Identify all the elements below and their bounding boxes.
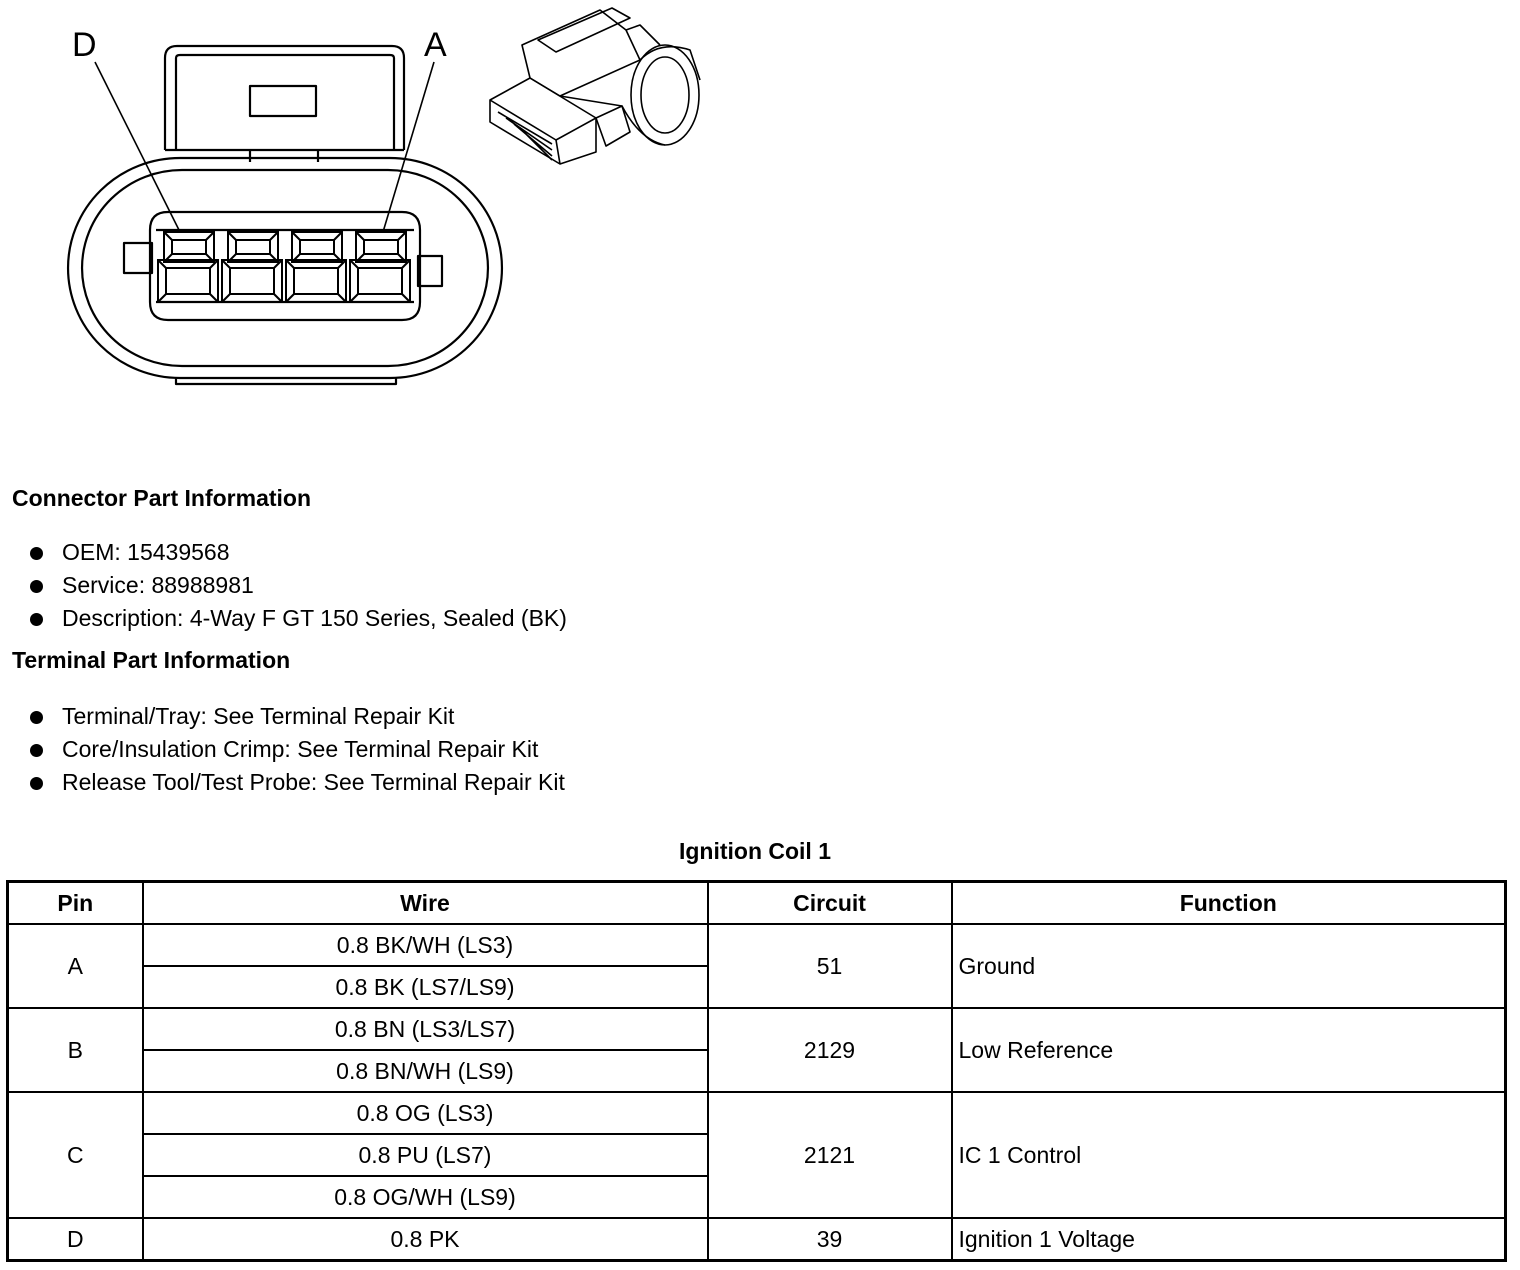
function-cell: IC 1 Control: [950, 1091, 1507, 1219]
terminal-cavity: [349, 231, 411, 303]
table-row: B 0.8 BN (LS3/LS7) 2129 Low Reference: [6, 1007, 1507, 1093]
table-header-row: Pin Wire Circuit Function: [6, 880, 1507, 925]
pin-cell: D: [6, 1217, 144, 1262]
terminal-part-info-list: Terminal/Tray: See Terminal Repair Kit C…: [28, 700, 565, 799]
header-wire: Wire: [141, 880, 709, 925]
connector-3d-view: [489, 7, 701, 165]
pin-label-a: A: [424, 26, 447, 64]
terminal-cavity: [285, 231, 347, 303]
pin-cell: B: [6, 1007, 144, 1093]
table-row: D 0.8 PK 39 Ignition 1 Voltage: [6, 1217, 1507, 1262]
bullet-icon: [30, 547, 43, 560]
wire-cell: 0.8 BN/WH (LS9): [141, 1049, 709, 1093]
bullet-icon: [30, 613, 43, 626]
wire-cell: 0.8 OG/WH (LS9): [141, 1175, 709, 1219]
pinout-table: Pin Wire Circuit Function A 0.8 BK/WH (L…: [6, 880, 1507, 1262]
wire-cell: 0.8 PK: [141, 1217, 709, 1262]
terminal-cavity: [157, 231, 219, 303]
connector-diagram: D A: [66, 7, 701, 386]
list-item: Release Tool/Test Probe: See Terminal Re…: [28, 766, 565, 799]
function-cell: Ignition 1 Voltage: [950, 1217, 1507, 1262]
function-cell: Ground: [950, 923, 1507, 1009]
table-row: 0.8 PU (LS7): [8, 1133, 1506, 1177]
list-item: Core/Insulation Crimp: See Terminal Repa…: [28, 733, 565, 766]
header-circuit: Circuit: [706, 880, 953, 925]
bullet-icon: [30, 744, 43, 757]
list-item: Description: 4-Way F GT 150 Series, Seal…: [28, 602, 567, 635]
terminal-cavity: [221, 231, 283, 303]
terminal-part-info-heading: Terminal Part Information: [12, 647, 291, 673]
table-row: A 0.8 BK/WH (LS3) 51 Ground: [6, 923, 1507, 1009]
list-item: Terminal/Tray: See Terminal Repair Kit: [28, 700, 565, 733]
circuit-cell: 2129: [706, 1007, 953, 1093]
header-function: Function: [950, 880, 1507, 925]
wire-cell: 0.8 BK (LS7/LS9): [141, 965, 709, 1009]
table-row: 0.8 OG/WH (LS9): [8, 1175, 1506, 1219]
bullet-icon: [30, 580, 43, 593]
connector-part-info-list: OEM: 15439568 Service: 88988981 Descript…: [28, 536, 567, 635]
header-pin: Pin: [6, 880, 144, 925]
table-row: C 0.8 OG (LS3) 2121 IC 1 Control: [6, 1091, 1507, 1219]
pin-cell: A: [6, 923, 144, 1009]
pin-label-d: D: [72, 26, 97, 64]
table-row: 0.8 BK (LS7/LS9): [8, 965, 1506, 1009]
wire-cell: 0.8 BN (LS3/LS7): [141, 1007, 709, 1051]
circuit-cell: 51: [706, 923, 953, 1009]
bullet-icon: [30, 777, 43, 790]
list-item: OEM: 15439568: [28, 536, 567, 569]
table-title: Ignition Coil 1: [678, 838, 832, 864]
circuit-cell: 2121: [706, 1091, 953, 1219]
table-row: 0.8 BN/WH (LS9): [8, 1049, 1506, 1093]
connector-part-info-heading: Connector Part Information: [12, 485, 312, 511]
wire-cell: 0.8 PU (LS7): [141, 1133, 709, 1177]
pin-cell: C: [6, 1091, 144, 1219]
circuit-cell: 39: [706, 1217, 953, 1262]
wire-cell: 0.8 BK/WH (LS3): [141, 923, 709, 967]
wire-cell: 0.8 OG (LS3): [141, 1091, 709, 1135]
function-cell: Low Reference: [950, 1007, 1507, 1093]
bullet-icon: [30, 711, 43, 724]
list-item: Service: 88988981: [28, 569, 567, 602]
